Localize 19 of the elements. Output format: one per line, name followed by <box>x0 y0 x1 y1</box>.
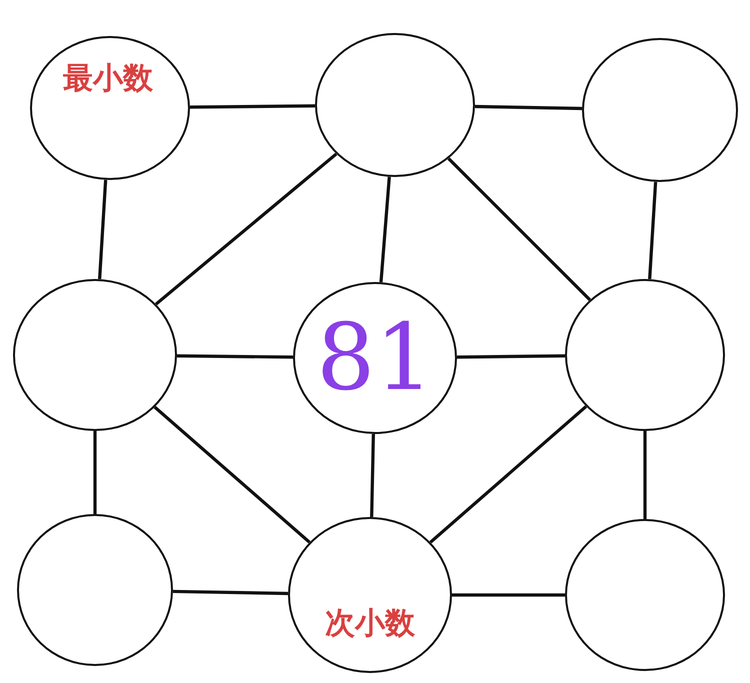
connector-line <box>190 104 316 109</box>
connector-line <box>379 176 391 282</box>
center-number: 81 <box>316 312 434 404</box>
connector-line <box>93 431 97 514</box>
connector-line <box>176 354 294 359</box>
connector-line <box>456 354 566 359</box>
connector-line <box>172 590 288 596</box>
connector-line <box>474 104 582 110</box>
node-label: 次小数 <box>325 604 415 642</box>
connector-line <box>648 182 658 280</box>
connector-line <box>370 434 375 518</box>
connector-line <box>98 180 108 280</box>
node-label: 最小数 <box>63 60 153 98</box>
connector-line <box>154 152 338 306</box>
connector-line <box>643 431 647 519</box>
connector-line <box>447 157 592 302</box>
connector-line <box>429 405 588 544</box>
connector-line <box>452 593 565 597</box>
connector-line <box>154 406 311 544</box>
